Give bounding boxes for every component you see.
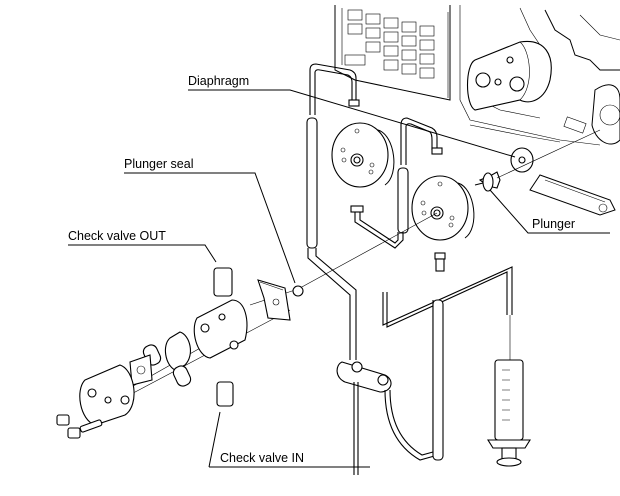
diaphragm-part: [510, 147, 534, 173]
check-valve-assembly: [56, 267, 304, 439]
pump-head-b: [411, 175, 475, 272]
outlet-tubing: [306, 63, 443, 360]
label-plunger-seal: Plunger seal: [124, 157, 194, 171]
label-plunger: Plunger: [532, 217, 576, 231]
pump-head-block: [466, 40, 552, 111]
leader-lines: [68, 89, 610, 468]
label-diaphragm: Diaphragm: [188, 74, 250, 88]
pump-head-a: [331, 122, 395, 188]
manifold-and-syringe: [336, 266, 531, 475]
label-check-valve-out: Check valve OUT: [68, 229, 166, 243]
pump-housing: [334, 5, 620, 216]
plunger-part: [474, 171, 501, 192]
label-check-valve-in: Check valve IN: [220, 451, 305, 465]
